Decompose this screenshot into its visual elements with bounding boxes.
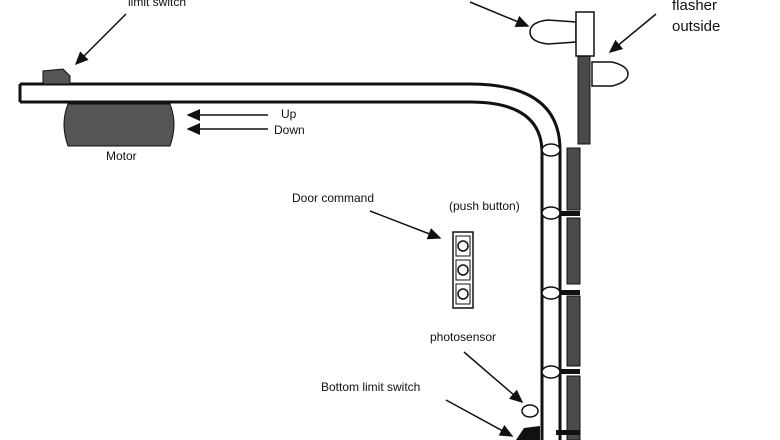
push-button-panel-icon	[452, 231, 474, 309]
photosensor-label: photosensor	[430, 330, 496, 344]
track-rollers	[541, 143, 561, 379]
flasher-icon	[529, 11, 629, 87]
photosensor-icon	[521, 404, 539, 418]
flasher-label: flasher	[672, 0, 717, 14]
door-header-post	[577, 55, 591, 145]
motor-icon	[63, 103, 175, 147]
down-label: Down	[274, 123, 305, 137]
door-command-label: Door command	[292, 191, 374, 205]
top-limit-switch-label: limit switch	[128, 0, 186, 9]
door-hinges	[556, 211, 580, 435]
pointer-lines	[74, 1, 657, 437]
door-track	[18, 82, 562, 440]
door-panels	[566, 147, 581, 440]
outside-label: outside	[672, 18, 720, 35]
push-button-label: (push button)	[449, 199, 520, 213]
bottom-limit-switch-label: Bottom limit switch	[321, 380, 420, 394]
motor-label: Motor	[106, 149, 137, 163]
up-label: Up	[281, 107, 297, 121]
top-limit-switch-icon	[42, 68, 71, 85]
bottom-limit-switch-icon	[516, 426, 540, 440]
